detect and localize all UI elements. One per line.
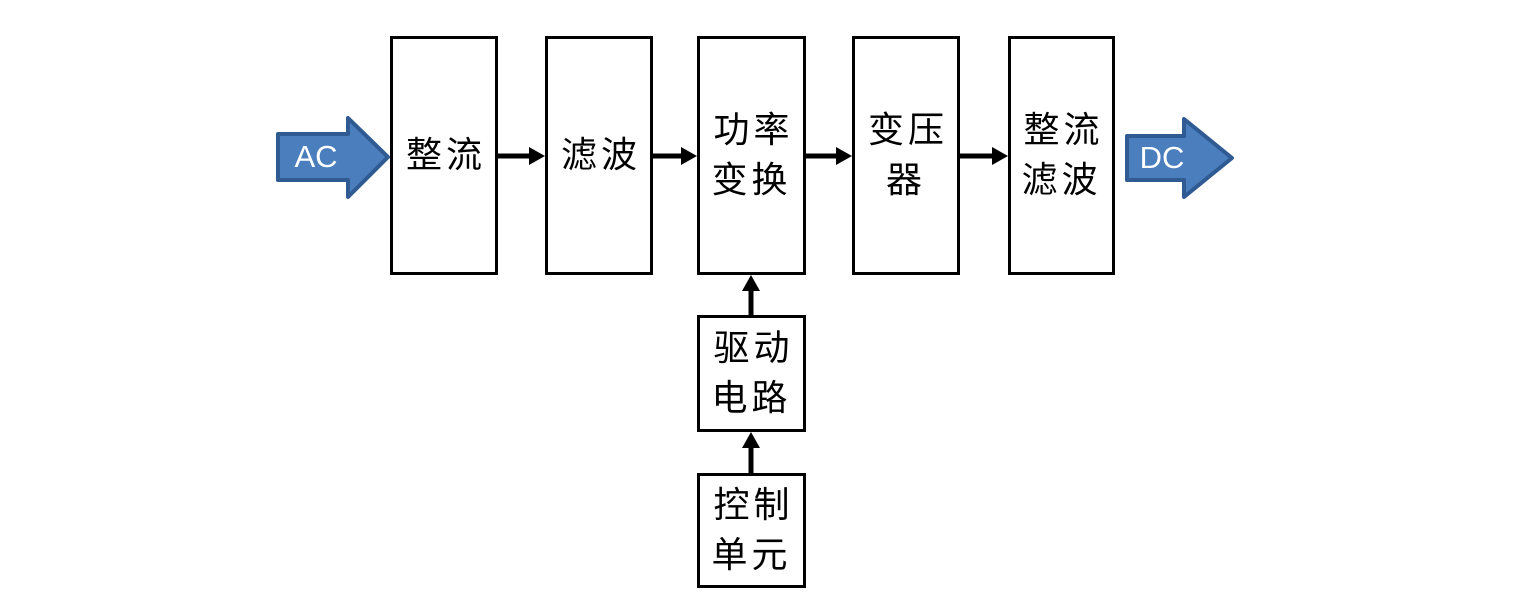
block-drive-circuit: 驱动 电路 — [697, 315, 806, 432]
connector-power-conversion-to-transformer — [806, 147, 852, 165]
block-control-unit: 控制 单元 — [697, 473, 806, 588]
connector-filter-to-power-conversion — [653, 147, 697, 165]
block-label: 控制 单元 — [711, 484, 794, 576]
block-filter: 滤波 — [545, 36, 653, 275]
dc-output-arrow — [1125, 117, 1234, 199]
connector-transformer-to-rectifier-filter — [960, 147, 1008, 165]
ac-input-arrow — [276, 116, 390, 199]
block-label: 驱动 电路 — [711, 327, 794, 419]
block-transformer: 变压 器 — [852, 36, 960, 275]
ac-input-label: AC — [294, 139, 338, 174]
block-power-conversion: 功率 变换 — [697, 36, 806, 275]
block-label: 滤波 — [560, 134, 641, 176]
block-rectifier-filter: 整流 滤波 — [1008, 36, 1115, 275]
block-label: 变压 器 — [867, 109, 948, 201]
dc-output-label: DC — [1139, 140, 1185, 175]
block-label: 整流 — [405, 134, 486, 176]
connector-control-unit-to-drive-circuit — [742, 432, 760, 473]
connector-drive-circuit-to-power-conversion — [742, 275, 760, 315]
block-label: 功率 变换 — [711, 109, 794, 201]
connector-rectifier-to-filter — [498, 147, 545, 165]
block-rectifier: 整流 — [390, 36, 498, 275]
block-label: 整流 滤波 — [1021, 109, 1104, 201]
